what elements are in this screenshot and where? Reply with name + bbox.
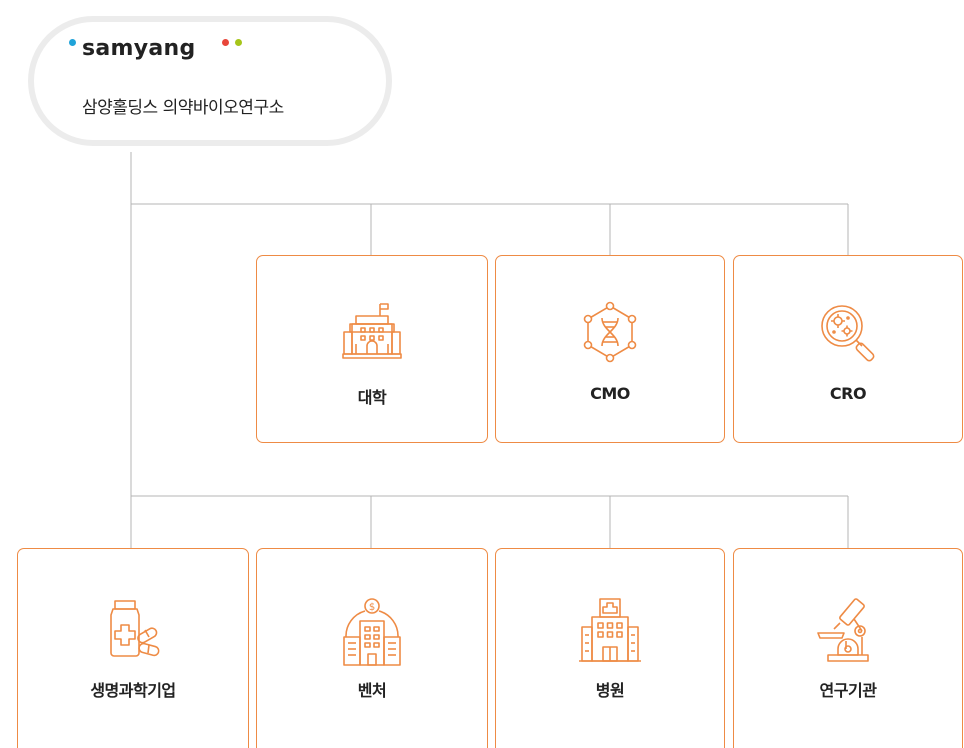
svg-text:$: $ [369,602,375,613]
partner-label-venture: 벤처 [357,681,387,700]
partner-card-hospital: 병원 [495,548,725,748]
partner-card-cro: CRO [733,255,963,443]
partner-label-university: 대학 [357,388,387,407]
connector-lines [130,152,849,548]
partner-card-venture: $ 벤처 [256,548,488,748]
logo-dot-green [235,39,242,46]
hospital-icon [579,598,641,662]
partner-label-research-institute: 연구기관 [819,681,877,700]
logo-wordmark: samyang [82,36,196,61]
logo-dot-blue [69,39,76,46]
partner-label-cro: CRO [829,384,867,403]
microscope-icon [817,598,869,662]
root-title: 삼양홀딩스 의약바이오연구소 [82,98,284,118]
partner-label-hospital: 병원 [595,681,625,700]
root-node [28,16,392,146]
partner-card-biotech: 생명과학기업 [17,548,249,748]
partner-label-biotech: 생명과학기업 [90,681,176,700]
venture-building-icon: $ [343,598,401,666]
partner-card-cmo: CMO [495,255,725,443]
partner-card-research-institute: 연구기관 [733,548,963,748]
partner-card-university: 대학 [256,255,488,443]
partner-label-cmo: CMO [590,384,630,403]
university-icon [342,303,402,359]
medicine-bottle-icon [110,600,160,657]
dna-network-icon [583,301,637,363]
logo-dot-red [222,39,229,46]
magnifier-bacteria-icon [821,305,875,362]
